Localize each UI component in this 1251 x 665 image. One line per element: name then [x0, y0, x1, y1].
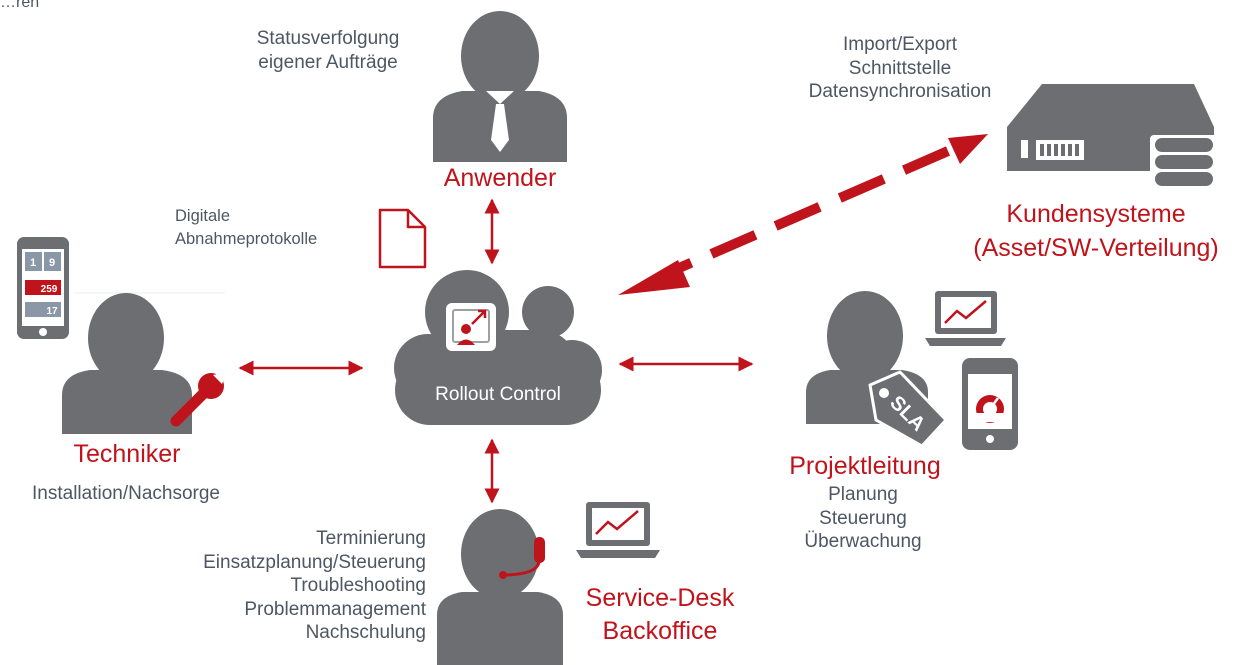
- arrow-kundensysteme-hub: [618, 134, 988, 295]
- sla-tag-icon: SLA: [868, 370, 948, 448]
- projektleitung-line: Steuerung: [819, 507, 907, 529]
- headset-icon: [458, 501, 545, 579]
- servicedesk-title-line: Backoffice: [602, 617, 718, 645]
- servicedesk-title-line: Service-Desk: [585, 584, 735, 612]
- phone-tile-259: 259: [41, 284, 58, 295]
- documents-line: Digitale: [175, 207, 231, 225]
- projektleitung-title: Projektleitung: [789, 452, 941, 480]
- anwender-title: Anwender: [443, 164, 557, 192]
- kundensysteme-line: Datensynchronisation: [808, 81, 992, 102]
- phone-tile-17: 17: [46, 306, 58, 317]
- kundensysteme-title: Kundensysteme (Asset/SW-Verteilung): [966, 197, 1226, 265]
- rollout-app-icon: [446, 303, 496, 351]
- servicedesk-line: Terminierung: [316, 528, 426, 549]
- servicedesk-description: Terminierung Einsatzplanung/Steuerung Tr…: [120, 527, 426, 645]
- documents-line: Abnahmeprotokolle: [175, 230, 318, 248]
- phone-tile-1: 1: [30, 257, 36, 269]
- projektleitung-line: Planung: [828, 484, 898, 505]
- anwender-line: eigener Aufträge: [258, 51, 398, 73]
- techniker-title: Techniker: [73, 440, 181, 468]
- corner-text-fragment: …ren: [0, 0, 40, 11]
- techniker-line: Installation/Nachsorge: [32, 483, 220, 504]
- anwender-line: Statusverfolgung: [256, 28, 400, 49]
- projektleitung-description: Planung Steuerung Überwachung: [773, 483, 953, 554]
- phone-tile-9: 9: [49, 257, 55, 269]
- kundensysteme-title-line: Kundensysteme: [1006, 200, 1186, 228]
- wrench-icon: [170, 372, 227, 427]
- documents-description: Digitale Abnahmeprotokolle: [175, 205, 317, 251]
- servicedesk-line: Nachschulung: [305, 622, 426, 643]
- servicedesk-person-icon: [437, 509, 563, 665]
- laptop-chart-icon: [925, 291, 1006, 346]
- servicedesk-line: Einsatzplanung/Steuerung: [203, 551, 426, 573]
- hub-label: Rollout Control: [435, 384, 561, 405]
- kundensysteme-description: Import/Export Schnittstelle Datensynchro…: [770, 33, 1030, 104]
- servicedesk-title: Service-Desk Backoffice: [560, 582, 760, 648]
- dashboard-phone-icon: [962, 358, 1018, 450]
- anwender-description: Statusverfolgung eigener Aufträge: [228, 27, 428, 74]
- kundensysteme-title-line: (Asset/SW-Verteilung): [973, 234, 1219, 262]
- techniker-description: Installation/Nachsorge: [6, 482, 246, 506]
- phone-icon: 1 9 259 17: [17, 237, 69, 339]
- kundensysteme-line: Import/Export: [842, 34, 958, 55]
- projektleitung-line: Überwachung: [804, 531, 922, 552]
- servicedesk-line: Troubleshooting: [290, 575, 426, 596]
- techniker-person-icon: [62, 293, 192, 434]
- laptop-chart-icon-servicedesk: [576, 502, 660, 558]
- database-icon: [1150, 135, 1218, 191]
- document-icon: [378, 208, 427, 269]
- kundensysteme-line: Schnittstelle: [848, 57, 952, 79]
- servicedesk-line: Problemmanagement: [244, 598, 426, 620]
- anwender-person-icon: [433, 11, 567, 162]
